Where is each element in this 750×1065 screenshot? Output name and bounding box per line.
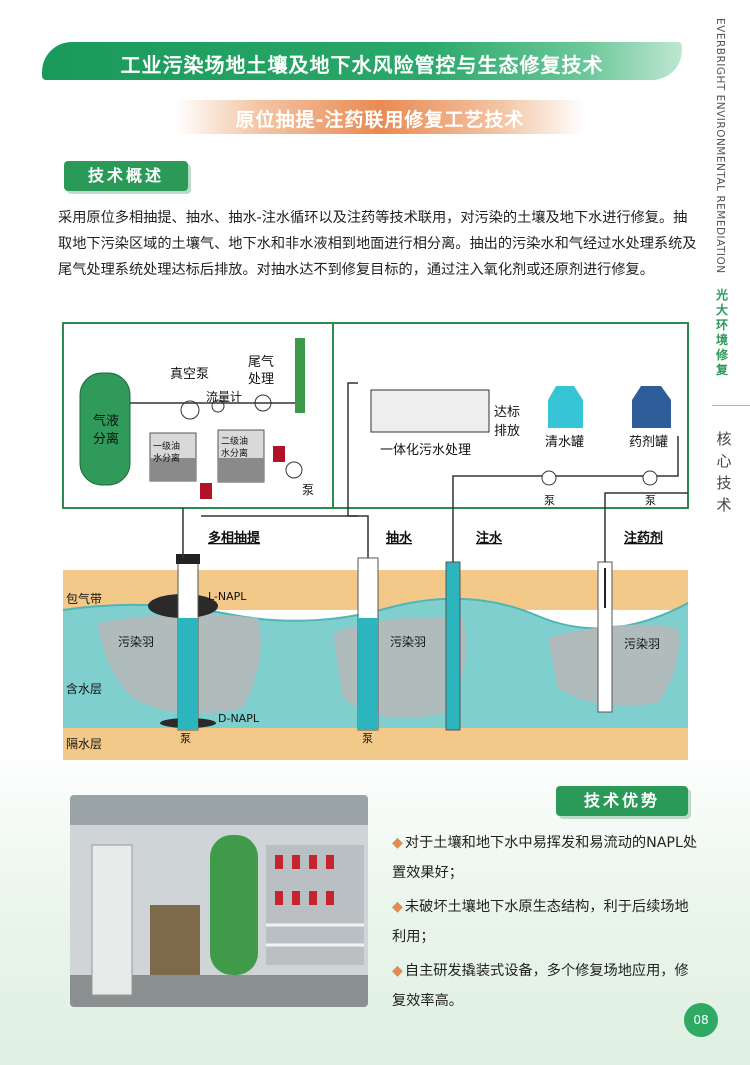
sidebar-section: 核 心 技 术 <box>716 430 732 514</box>
advantages-list: ◆对于土壤和地下水中易挥发和易流动的NAPL处置效果好； ◆未破坏土壤地下水原生… <box>392 828 702 1020</box>
label-oil-2b: 水分离 <box>221 447 248 459</box>
diamond-icon: ◆ <box>392 963 403 979</box>
label-tail-gas-1: 尾气 <box>248 354 274 370</box>
page-number: 08 <box>684 1003 718 1037</box>
label-clean-tank: 清水罐 <box>545 435 584 450</box>
well-label-pump: 抽水 <box>386 530 413 546</box>
well-label-mpe: 多相抽提 <box>208 530 261 546</box>
aquitard <box>63 728 688 760</box>
label-pump-1: 泵 <box>302 483 314 497</box>
label-dnapl: D-NAPL <box>218 712 260 725</box>
label-agent-tank: 药剂罐 <box>629 435 668 450</box>
gas-liquid-separator <box>79 372 131 486</box>
label-plume-3: 污染羽 <box>624 636 660 651</box>
label-integrated: 一体化污水处理 <box>380 443 471 458</box>
label-flow-meter: 流量计 <box>206 390 242 404</box>
overview-text: 采用原位多相抽提、抽水、抽水-注水循环以及注药等技术联用，对污染的土壤及地下水进… <box>58 210 697 278</box>
label-lnapl: L-NAPL <box>208 590 247 603</box>
diamond-icon: ◆ <box>392 899 403 915</box>
agent-tank <box>632 386 671 428</box>
clean-water-tank <box>548 386 583 428</box>
advantage-item: ◆对于土壤和地下水中易挥发和易流动的NAPL处置效果好； <box>392 835 698 881</box>
sidebar-divider <box>712 405 750 406</box>
well-label-inject-agent: 注药剂 <box>624 530 663 546</box>
advantage-item: ◆未破坏土壤地下水原生态结构，利于后续场地利用； <box>392 899 689 945</box>
label-tail-gas-2: 处理 <box>248 372 274 387</box>
subtitle-banner: 原位抽提-注药联用修复工艺技术 <box>175 100 585 134</box>
overview-heading: 技术概述 <box>64 161 188 191</box>
sidebar-company-cn: 光 大 环 境 修 复 <box>715 288 728 377</box>
process-diagram: 气液 分离 真空泵 流量计 尾气 处理 一级油 水分离 二级油 水分离 泵 一体… <box>62 322 689 760</box>
advantages-heading: 技术优势 <box>556 786 688 816</box>
label-pump-well-2: 泵 <box>362 732 373 745</box>
label-sep-1: 气液 <box>93 413 119 429</box>
label-sep-2: 分离 <box>93 431 119 447</box>
layer-aquifer: 含水层 <box>66 681 102 696</box>
plume-3 <box>548 624 679 706</box>
layer-aquitard: 隔水层 <box>66 737 102 751</box>
label-oil-1b: 水分离 <box>153 452 180 464</box>
label-oil-2a: 二级油 <box>221 435 248 447</box>
page-title: 工业污染场地土壤及地下水风险管控与生态修复技术 <box>120 53 604 77</box>
label-vacuum-pump: 真空泵 <box>170 367 209 382</box>
sidebar-company-en: EVERBRIGHT ENVIRONMENTAL REMEDIATION <box>714 18 726 274</box>
label-pump-3: 泵 <box>645 494 656 507</box>
layer-vadose: 包气带 <box>66 591 102 606</box>
diamond-icon: ◆ <box>392 835 403 851</box>
label-plume-2: 污染羽 <box>390 634 426 649</box>
label-pump-2: 泵 <box>544 494 555 507</box>
page-subtitle: 原位抽提-注药联用修复工艺技术 <box>235 109 525 131</box>
well-label-inject-water: 注水 <box>476 530 503 546</box>
label-pump-well-1: 泵 <box>180 732 191 745</box>
label-plume-1: 污染羽 <box>118 634 154 649</box>
label-discharge-1: 达标 <box>494 405 520 420</box>
title-banner: 工业污染场地土壤及地下水风险管控与生态修复技术 <box>42 42 682 80</box>
label-oil-1a: 一级油 <box>153 440 180 452</box>
label-discharge-2: 排放 <box>494 424 520 439</box>
equipment-photo <box>70 795 368 1007</box>
advantage-item: ◆自主研发撬装式设备，多个修复场地应用，修复效率高。 <box>392 963 689 1009</box>
